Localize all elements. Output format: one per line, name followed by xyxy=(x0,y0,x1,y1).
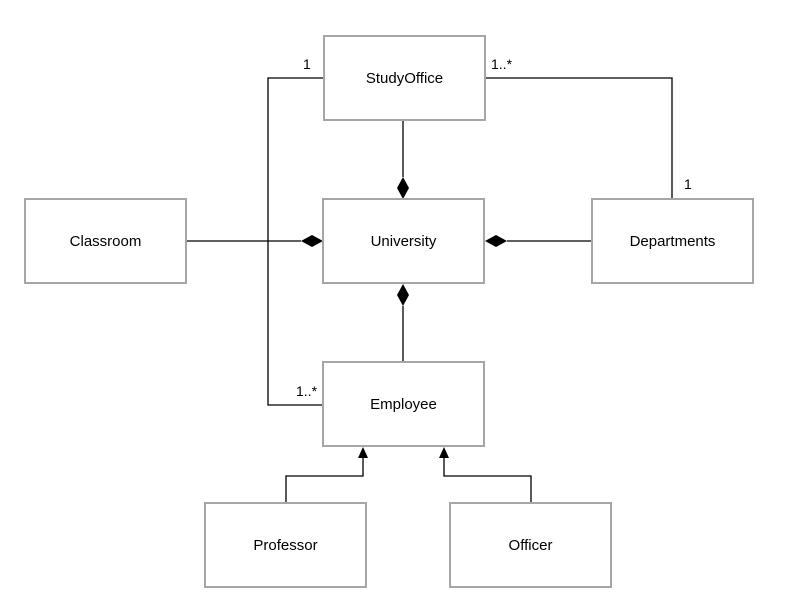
class-professor: Professor xyxy=(204,502,367,588)
class-professor-label: Professor xyxy=(253,536,318,554)
class-studyoffice: StudyOffice xyxy=(323,35,486,121)
class-university: University xyxy=(322,198,485,284)
multiplicity-departments-end: 1 xyxy=(684,176,692,192)
multiplicity-studyoffice-employee-source: 1 xyxy=(303,56,311,72)
generalization-officer-employee xyxy=(443,458,532,503)
generalization-arrow-officer xyxy=(439,447,449,458)
multiplicity-employee-end: 1..* xyxy=(296,383,318,399)
class-studyoffice-label: StudyOffice xyxy=(365,69,444,87)
class-employee-label: Employee xyxy=(370,395,437,413)
composition-diamond-top xyxy=(397,177,409,199)
composition-diamond-right xyxy=(485,235,507,247)
generalization-professor-employee xyxy=(285,458,364,503)
class-departments: Departments xyxy=(591,198,754,284)
class-classroom: Classroom xyxy=(24,198,187,284)
multiplicity-studyoffice-departments-source: 1..* xyxy=(491,56,513,72)
association-studyoffice-departments xyxy=(485,77,673,199)
class-employee: Employee xyxy=(322,361,485,447)
composition-diamond-bottom xyxy=(397,284,409,306)
class-university-label: University xyxy=(370,232,437,250)
class-officer: Officer xyxy=(449,502,612,588)
class-classroom-label: Classroom xyxy=(69,232,142,250)
class-departments-label: Departments xyxy=(629,232,716,250)
class-officer-label: Officer xyxy=(508,536,553,554)
composition-diamond-left xyxy=(301,235,323,247)
generalization-arrow-professor xyxy=(358,447,368,458)
